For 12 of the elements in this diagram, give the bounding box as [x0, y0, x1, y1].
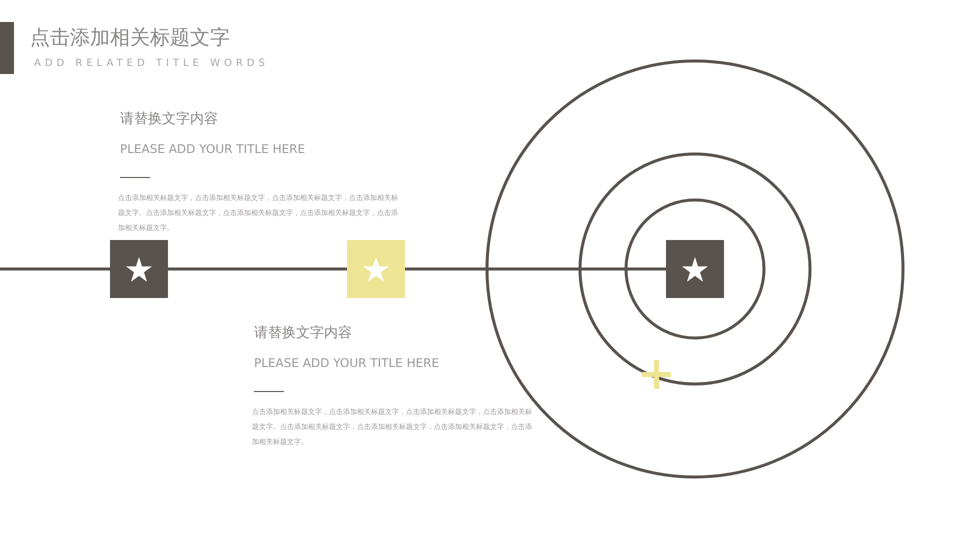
slide-subtitle: ADD RELATED TITLE WORDS [34, 58, 269, 69]
section-subtitle: PLEASE ADD YOUR TITLE HERE [120, 142, 306, 156]
connector-line [168, 268, 347, 270]
connector-line [405, 268, 666, 270]
square-node [347, 240, 405, 298]
section-subtitle: PLEASE ADD YOUR TITLE HERE [254, 356, 440, 370]
section-heading: 请替换文字内容 [120, 110, 218, 128]
square-node [666, 240, 724, 298]
section-heading: 请替换文字内容 [254, 324, 352, 342]
square-node [110, 240, 168, 298]
connector-line [0, 268, 110, 270]
slide-title: 点击添加相关标题文字 [30, 24, 230, 51]
